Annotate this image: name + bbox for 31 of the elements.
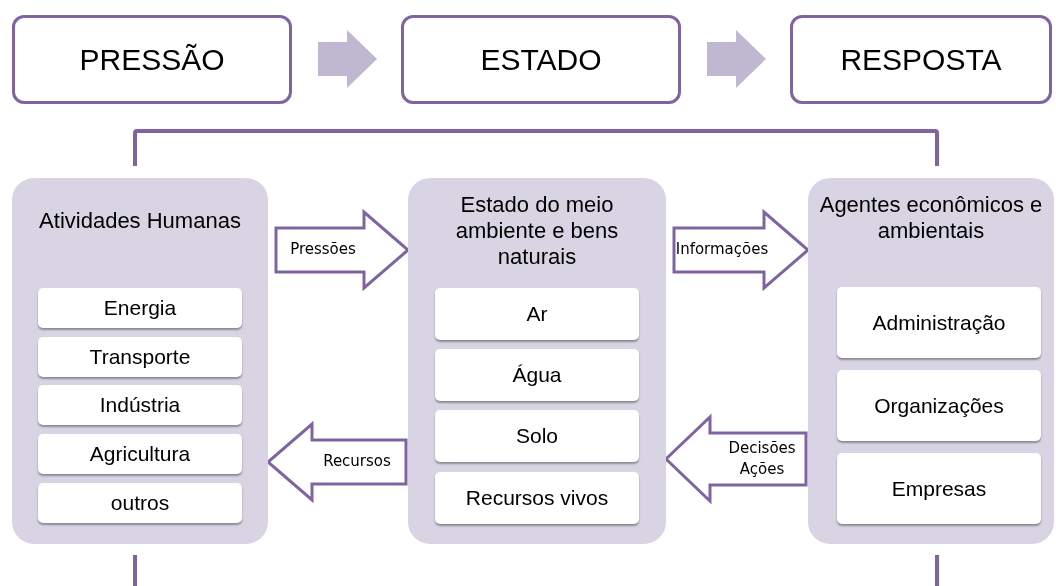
edge-label: Recursos	[322, 451, 392, 472]
stage-box: PRESSÃO	[12, 15, 292, 104]
category-card: Transporte	[38, 337, 242, 377]
panel-heading: Atividades Humanas	[38, 208, 242, 234]
group-panel	[408, 178, 666, 544]
category-card: Recursos vivos	[435, 472, 639, 524]
group-panel	[12, 178, 268, 544]
block-arrow	[663, 413, 808, 505]
category-card: Energia	[38, 288, 242, 328]
category-card: Solo	[435, 410, 639, 462]
block-arrow	[707, 30, 766, 88]
category-card: Empresas	[837, 453, 1041, 524]
stage-box: ESTADO	[401, 15, 681, 104]
edge-label: Pressões	[289, 239, 357, 260]
category-card: Ar	[435, 288, 639, 340]
edge-label: Decisões Ações	[727, 438, 797, 480]
block-arrow	[265, 420, 408, 504]
edge-label: Informações	[674, 239, 770, 260]
panel-heading: Estado do meio ambiente e bens naturais	[454, 192, 620, 270]
group-panel	[808, 178, 1054, 544]
block-arrow	[318, 30, 377, 88]
category-card: Organizações	[837, 370, 1041, 441]
panel-heading: Agentes econômicos e ambientais	[818, 192, 1044, 244]
category-card: Administração	[837, 287, 1041, 358]
block-arrow	[274, 208, 411, 292]
stage-box: RESPOSTA	[790, 15, 1052, 104]
category-card: outros	[38, 483, 242, 523]
block-arrow	[672, 208, 811, 292]
category-card: Indústria	[38, 385, 242, 425]
category-card: Água	[435, 349, 639, 401]
category-card: Agricultura	[38, 434, 242, 474]
